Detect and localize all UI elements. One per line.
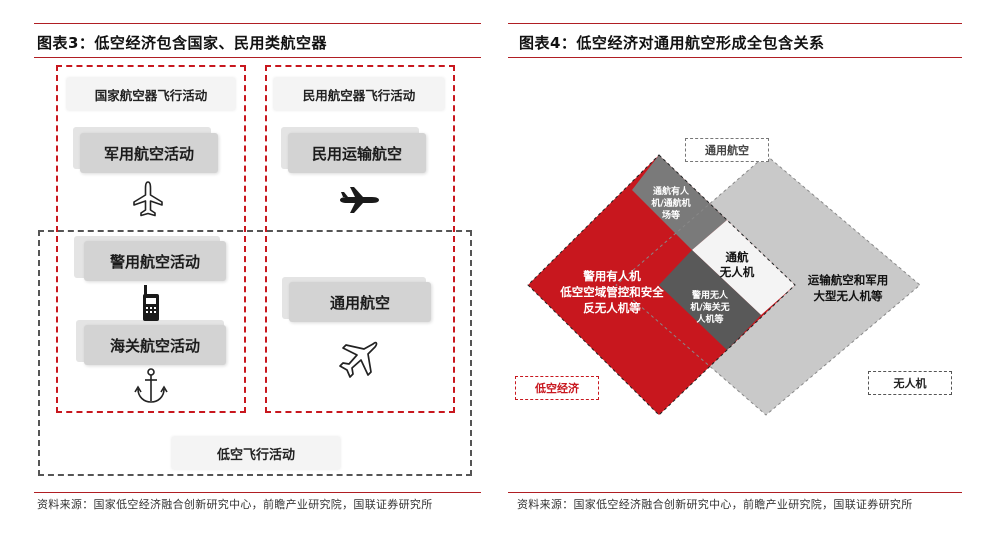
- low-altitude-flight-label: 低空飞行活动: [172, 437, 340, 469]
- customs-aviation-card: 海关航空活动: [84, 325, 226, 365]
- fig4-title: 图表4：低空经济对通用航空形成全包含关系: [519, 34, 825, 52]
- lower-overlap: [659, 250, 761, 350]
- fig4-title-rule: [508, 57, 962, 58]
- top-overlap-text: 通航有人 机/通航机 场等: [651, 187, 691, 221]
- airplane-top-icon: [133, 181, 163, 217]
- anchor-icon: [134, 368, 168, 403]
- fig3-top-rule: [34, 23, 481, 24]
- civil-transport-card: 民用运输航空: [288, 133, 426, 173]
- upper-overlap: [632, 155, 727, 250]
- red-region-text: 警用有人机 低空空域管控和安全 反无人机等: [560, 269, 664, 315]
- general-aviation-card: 通用航空: [289, 282, 431, 322]
- fig3-title-rule: [34, 57, 481, 58]
- airplane-takeoff-icon: [339, 341, 378, 378]
- civil-aircraft-region: [265, 65, 455, 413]
- center-overlap-text: 通航 无人机: [719, 250, 755, 279]
- low-altitude-economy-tag: 低空经济: [515, 376, 599, 400]
- venn-diamonds: [527, 154, 921, 416]
- fig4-source: 资料来源：国家低空经济融合创新研究中心，前瞻产业研究院，国联证券研究所: [517, 498, 913, 511]
- military-aviation-card: 军用航空活动: [80, 133, 218, 173]
- police-aviation-card: 警用航空活动: [84, 241, 226, 281]
- low-altitude-flight-region: [38, 230, 472, 476]
- uav-tag: 无人机: [868, 371, 952, 395]
- lower-overlap-text: 警用无人 机/海关无 人机等: [690, 291, 730, 325]
- fig4-top-rule: [508, 23, 962, 24]
- civil-aircraft-header: 民用航空器飞行活动: [274, 78, 444, 110]
- right-region-text: 运输航空和军用 大型无人机等: [807, 273, 889, 303]
- fig3-title: 图表3：低空经济包含国家、民用类航空器: [37, 34, 327, 52]
- fig3-source: 资料来源：国家低空经济融合创新研究中心，前瞻产业研究院，国联证券研究所: [37, 498, 433, 511]
- general-aviation-tag: 通用航空: [685, 138, 769, 162]
- state-aircraft-header: 国家航空器飞行活动: [67, 78, 235, 110]
- airplane-side-icon: [340, 187, 379, 213]
- state-aircraft-region: [56, 65, 246, 413]
- fig3-bottom-rule: [34, 492, 481, 493]
- fig4-bottom-rule: [508, 492, 962, 493]
- center-overlap: [692, 220, 795, 315]
- walkie-talkie-icon: [143, 285, 159, 321]
